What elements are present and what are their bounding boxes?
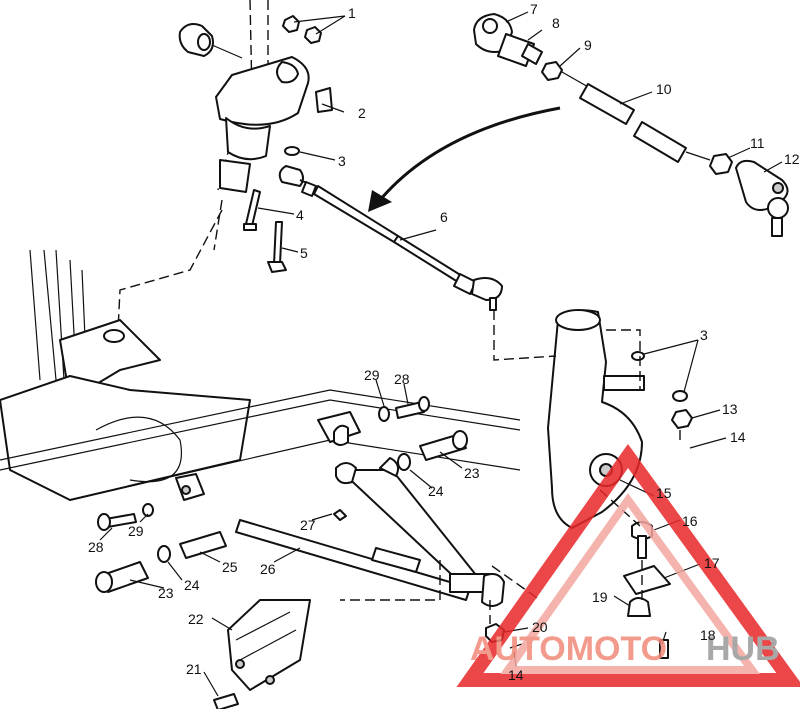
callout-3: 3 bbox=[338, 153, 346, 169]
callout-19: 19 bbox=[592, 589, 608, 605]
watermark-text-automoto: AUTOMOTO bbox=[470, 630, 667, 668]
callout-29-top: 29 bbox=[364, 367, 380, 383]
callout-23-right: 23 bbox=[464, 465, 480, 481]
callout-3-right: 3 bbox=[700, 327, 708, 343]
callout-22: 22 bbox=[188, 611, 204, 627]
callout-15: 15 bbox=[656, 485, 672, 501]
callout-16: 16 bbox=[682, 513, 698, 529]
callout-24-left: 24 bbox=[184, 577, 200, 593]
callout-17: 17 bbox=[704, 555, 720, 571]
steering-post-assembly bbox=[117, 0, 333, 331]
callout-1: 1 bbox=[348, 5, 356, 21]
watermark-text-hub: HUB bbox=[706, 630, 780, 668]
callout-26: 26 bbox=[260, 561, 276, 577]
callout-28-top: 28 bbox=[394, 371, 410, 387]
callout-20: 20 bbox=[532, 619, 548, 635]
callout-28-left: 28 bbox=[88, 539, 104, 555]
callout-27: 27 bbox=[300, 517, 316, 533]
watermark: AUTOMOTO HUB bbox=[456, 443, 800, 687]
frame-chassis bbox=[0, 249, 521, 501]
callout-10: 10 bbox=[656, 81, 672, 97]
callout-7: 7 bbox=[530, 1, 538, 17]
tie-rod-exploded bbox=[473, 13, 789, 237]
callout-13: 13 bbox=[722, 401, 738, 417]
callout-6: 6 bbox=[440, 209, 448, 225]
callout-11: 11 bbox=[750, 135, 765, 151]
a-arm bbox=[95, 396, 505, 607]
callout-24-right: 24 bbox=[428, 483, 444, 499]
callout-5: 5 bbox=[300, 245, 308, 261]
callout-14: 14 bbox=[730, 429, 746, 445]
callout-25: 25 bbox=[222, 559, 238, 575]
callout-8: 8 bbox=[552, 15, 560, 31]
callout-2: 2 bbox=[358, 105, 366, 121]
callout-4: 4 bbox=[296, 207, 304, 223]
callout-14-lower: 14 bbox=[508, 667, 524, 683]
callout-9: 9 bbox=[584, 37, 592, 53]
callout-12: 12 bbox=[784, 151, 800, 167]
tie-rod-assembly bbox=[278, 106, 561, 311]
callout-21: 21 bbox=[186, 661, 202, 677]
callout-labels: 1 2 3 4 5 6 7 8 9 10 11 12 3 13 14 15 16… bbox=[88, 1, 800, 683]
callout-18: 18 bbox=[700, 627, 716, 643]
callout-29-left: 29 bbox=[128, 523, 144, 539]
callout-23-left: 23 bbox=[158, 585, 174, 601]
skid-plate bbox=[213, 599, 311, 711]
